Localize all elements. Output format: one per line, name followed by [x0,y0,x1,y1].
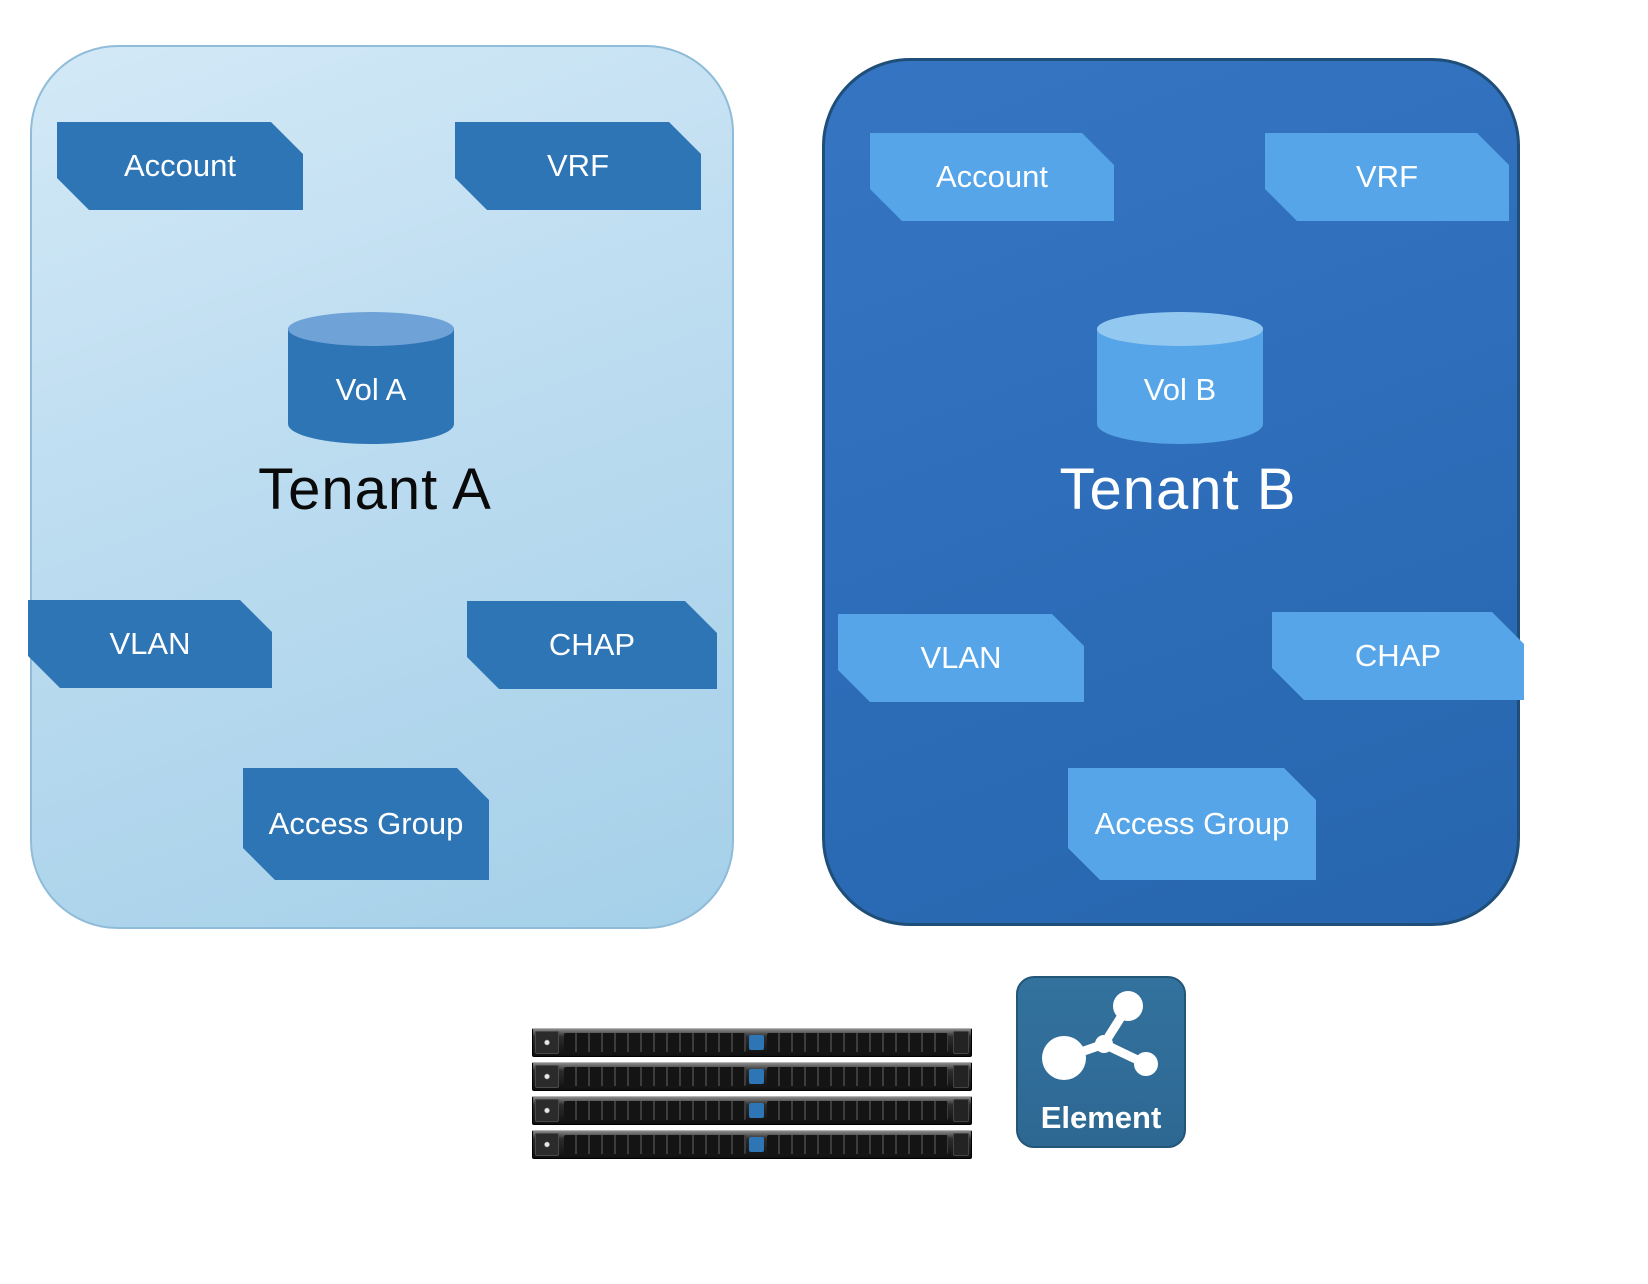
tenant-b-vlan-tag: VLAN [838,614,1084,702]
drive-bays [564,1067,746,1086]
server-bezel [953,1031,969,1054]
tenant-b-volume-cylinder-icon: Vol B [1097,312,1263,444]
element-logo-label: Element [1040,1100,1162,1135]
server-bezel [535,1099,559,1122]
server-bezel [535,1133,559,1156]
server-bezel [953,1065,969,1088]
tenant-a-account-tag: Account [57,122,303,210]
tag-label: CHAP [1354,638,1442,674]
tag-label: VLAN [920,640,1002,676]
server-node [532,1096,972,1125]
tenant-a-chap-tag: CHAP [467,601,717,689]
tenant-b-title: Tenant B [1059,457,1297,522]
drive-bays [564,1101,746,1120]
tenant-b-chap-tag: CHAP [1272,612,1524,700]
volume-label: Vol A [335,372,407,407]
storage-cluster-rack-image [532,1028,972,1159]
element-molecule-icon [1042,991,1158,1080]
cylinder-top [288,312,454,346]
server-bezel [953,1099,969,1122]
drive-bays [766,1101,948,1120]
tenant-b-access-group-tag: Access Group [1068,768,1316,880]
cylinder-top [1097,312,1263,346]
tag-label: VRF [1356,159,1418,195]
server-logo-chip [748,1103,764,1118]
server-node [532,1130,972,1159]
drive-bays [564,1135,746,1154]
drive-bays [564,1033,746,1052]
cylinder-body: Vol B [1097,328,1263,444]
tag-label: VRF [547,148,609,184]
tag-label: Access Group [1094,806,1290,842]
drive-bays [766,1135,948,1154]
tenant-a-vlan-tag: VLAN [28,600,272,688]
server-bezel [953,1133,969,1156]
tenant-a-title: Tenant A [258,457,492,522]
server-logo-chip [748,1137,764,1152]
server-bezel [535,1065,559,1088]
tenant-a-vrf-tag: VRF [455,122,701,210]
tag-label: CHAP [548,627,636,663]
tag-label: Access Group [268,806,464,842]
tenant-a-volume-cylinder-icon: Vol A [288,312,454,444]
tag-label: VLAN [109,626,191,662]
server-node [532,1028,972,1057]
server-bezel [535,1031,559,1054]
tenant-a-access-group-tag: Access Group [243,768,489,880]
drive-bays [766,1067,948,1086]
drive-bays [766,1033,948,1052]
tag-label: Account [935,159,1048,195]
tenant-b-vrf-tag: VRF [1265,133,1509,221]
server-logo-chip [748,1069,764,1084]
element-logo: Element [1016,976,1186,1148]
tag-label: Account [123,148,236,184]
server-node [532,1062,972,1091]
cylinder-body: Vol A [288,328,454,444]
volume-label: Vol B [1143,372,1217,407]
server-logo-chip [748,1035,764,1050]
tenant-b-account-tag: Account [870,133,1114,221]
